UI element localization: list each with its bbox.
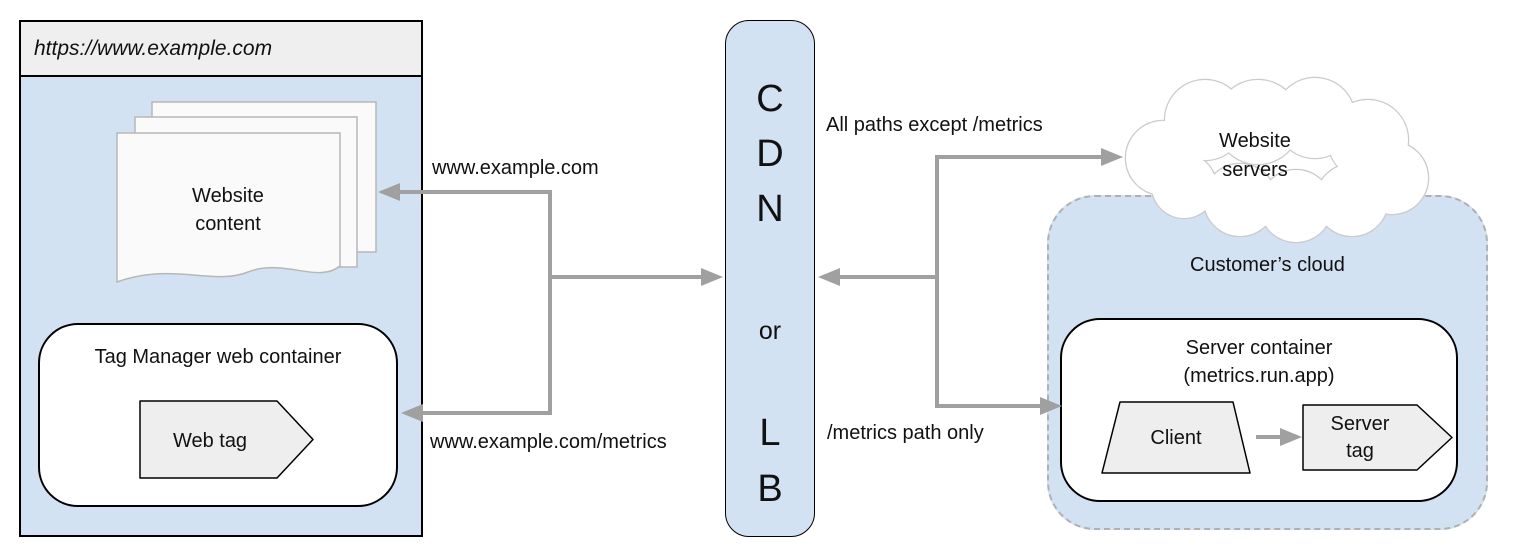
arrowhead-to-website-servers — [1101, 148, 1123, 166]
cdn-lb-letter: D — [756, 133, 784, 175]
client-label: Client — [1150, 427, 1202, 449]
server-container-title: Server container — [1185, 337, 1333, 359]
arrow-label-metrics-only: /metrics path only — [827, 422, 984, 444]
arrow-label-www-example-metrics: www.example.com/metrics — [430, 431, 667, 453]
cdn-lb-letter: C — [756, 78, 784, 120]
browser-titlebar: https://www.example.com — [21, 22, 421, 77]
arrowhead-left-to-cdn — [701, 268, 723, 286]
customer-cloud-label: Customer’s cloud — [1190, 254, 1345, 276]
web-tag-label: Web tag — [172, 430, 248, 452]
cdn-lb-letter: N — [756, 188, 784, 230]
website-servers-label: Website servers — [1219, 130, 1291, 181]
cdn-lb-node: C D N or L B — [725, 20, 815, 537]
arrowhead-right-to-cdn — [818, 268, 840, 286]
browser-url-title: https://www.example.com — [34, 37, 273, 60]
server-tag-label: Server tag — [1330, 413, 1390, 462]
cdn-lb-letter: B — [757, 468, 783, 510]
tag-manager-title: Tag Manager web container — [94, 346, 342, 368]
cdn-lb-or-text: or — [758, 317, 782, 345]
arrow-label-www-example: www.example.com — [432, 157, 599, 179]
arrow-label-all-paths: All paths except /metrics — [826, 114, 1043, 136]
cdn-lb-letter: L — [759, 412, 781, 454]
website-content-label: Website content — [192, 185, 264, 235]
server-container-subtitle: (metrics.run.app) — [1183, 365, 1335, 387]
server-container-title-block: Server container (metrics.run.app) — [1060, 334, 1458, 390]
